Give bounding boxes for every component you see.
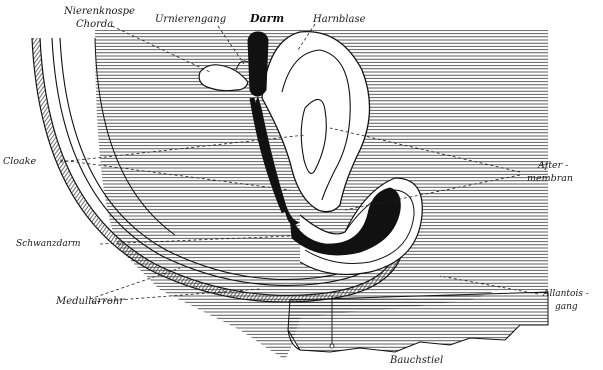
label-schwanzdarm: Schwanzdarm — [16, 239, 81, 249]
label-harnblase: Harnblase — [312, 14, 366, 25]
label-urnierengang: Urnierengang — [155, 14, 226, 25]
label-after-1: After - — [537, 160, 568, 171]
label-darm: Darm — [249, 12, 284, 25]
label-allantois-1: Allantois - — [542, 289, 589, 299]
label-medullarrohr: Medullarrohr — [55, 296, 125, 307]
label-bauchstiel: Bauchstiel — [389, 355, 443, 366]
label-allantois-2: gang — [555, 302, 578, 312]
label-cloake: Cloake — [3, 156, 36, 167]
bauchstiel-region — [288, 292, 548, 352]
label-chorda: Chorda — [76, 19, 113, 30]
label-nierenknospe: Nierenknospe — [63, 6, 135, 17]
label-after-2: membran — [527, 173, 573, 184]
